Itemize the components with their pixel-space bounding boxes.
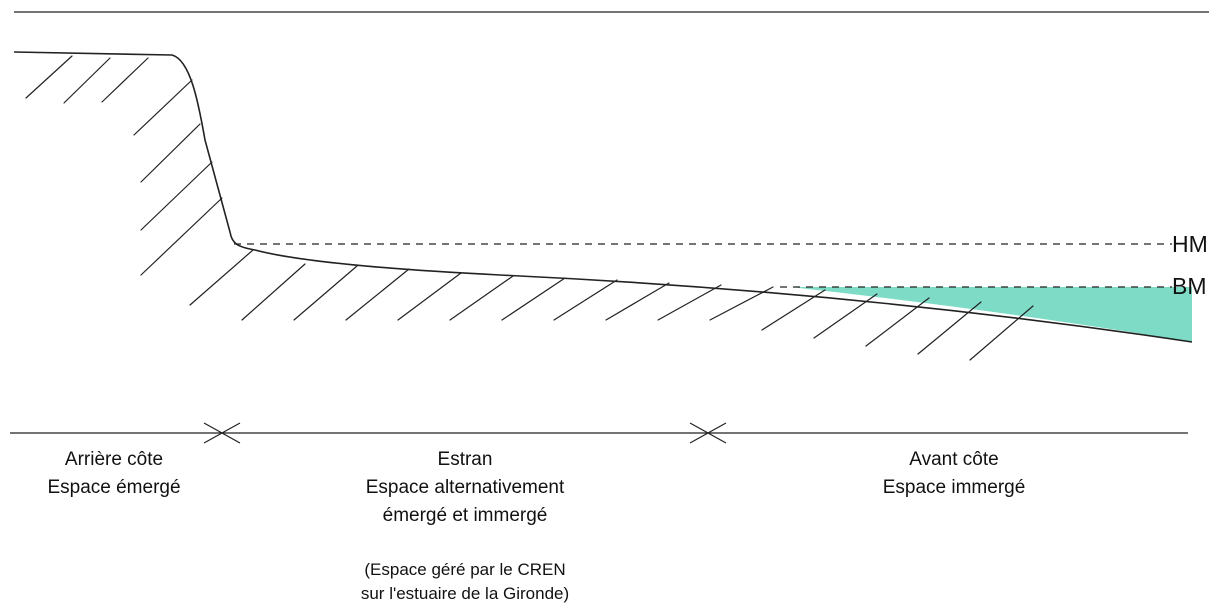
zone-delimitation-axis [10, 422, 1188, 444]
arrow-head-left [706, 422, 727, 444]
hatch-mark [657, 284, 722, 321]
coastline-profile [13, 51, 1193, 343]
hatch-mark [761, 289, 826, 331]
hatch-mark [553, 279, 618, 321]
hatch-mark [969, 305, 1034, 361]
hatch-mark [449, 275, 514, 321]
hatch-mark [709, 286, 774, 321]
hatch-mark [501, 277, 566, 321]
hatch-mark [63, 57, 111, 104]
hatch-mark [865, 297, 930, 347]
zone-name: Avant côte [909, 449, 999, 470]
zone-description: émergé et immergé [382, 505, 548, 526]
zone-name: Arrière côte [64, 449, 164, 470]
high-water-label: HM [1172, 231, 1208, 257]
zone-description: Espace alternativement [365, 477, 565, 498]
hatch-mark [140, 197, 223, 276]
hatch-mark [241, 263, 306, 321]
hatch-mark [605, 282, 670, 321]
hatch-mark [397, 272, 462, 321]
zone-name: Estran [437, 449, 493, 470]
ground-hatching [25, 55, 1034, 361]
hatch-mark [293, 265, 358, 321]
zone-description: Espace immergé [882, 477, 1026, 498]
hatch-mark [133, 79, 193, 136]
hatch-mark [25, 55, 73, 99]
hatch-mark [140, 161, 213, 231]
arrow-head-left [220, 422, 241, 444]
management-note: (Espace géré par le CREN sur l'estuaire … [360, 560, 570, 603]
hatch-mark [140, 123, 201, 183]
low-water-label: BM [1172, 273, 1207, 299]
zone-label-nearshore: Avant côte Espace immergé [883, 446, 1026, 502]
low-tide-water-area [790, 287, 1192, 342]
hatch-mark [345, 268, 410, 321]
hatch-mark [189, 249, 254, 306]
zone-label-backshore: Arrière côte Espace émergé [47, 446, 180, 502]
zone-label-foreshore: Estran Espace alternativement émergé et … [366, 446, 565, 530]
hatch-mark [813, 293, 878, 339]
hatch-mark [917, 301, 982, 355]
zone-description: Espace émergé [47, 477, 181, 498]
hatch-mark [101, 57, 149, 103]
